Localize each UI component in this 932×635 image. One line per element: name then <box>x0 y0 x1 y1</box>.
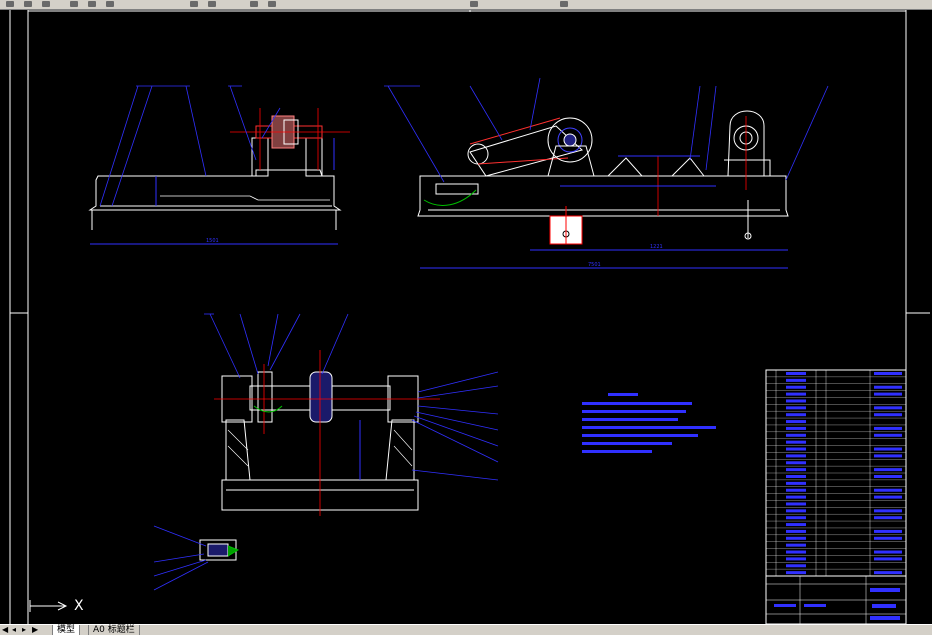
bom-cell-material <box>874 468 902 472</box>
svg-text:7501: 7501 <box>588 262 601 268</box>
bom-cell-name <box>786 536 806 540</box>
bom-cell-material <box>874 557 902 561</box>
ucs-axis-label: X <box>74 598 84 614</box>
bom-cell-material <box>874 392 902 396</box>
layout-tab-bar: ◀ ◂ ▸ ▶ 模型 A0 标题栏 <box>0 624 932 635</box>
bom-cell-name <box>786 529 806 533</box>
last-tab-icon[interactable]: ▶ <box>32 625 39 634</box>
title-block <box>765 575 907 624</box>
bom-cell-name <box>786 420 806 424</box>
bom-cell-material <box>874 536 902 540</box>
bom-cell-name <box>786 433 806 437</box>
bom-cell-name <box>786 564 806 568</box>
bom-cell-name <box>786 426 806 430</box>
bom-cell-material <box>874 433 902 437</box>
bom-cell-name <box>786 557 806 561</box>
bom-cell-material <box>874 509 902 513</box>
print-icon[interactable] <box>42 1 50 7</box>
layer-icon[interactable] <box>560 1 568 7</box>
side-view-right: 7501 1221 <box>384 77 829 269</box>
bom-cell-material <box>874 413 902 417</box>
bom-cell-material <box>874 447 902 451</box>
bom-cell-name <box>786 399 806 403</box>
detail-view <box>153 525 240 591</box>
bom-cell-material <box>874 488 902 492</box>
technical-notes <box>582 393 716 453</box>
bom-cell-name <box>786 461 806 465</box>
section-view <box>204 313 499 516</box>
bom-cell-material <box>874 426 902 430</box>
bom-cell-material <box>874 406 902 410</box>
bom-cell-name <box>786 543 806 547</box>
bom-cell-name <box>786 523 806 527</box>
bom-cell-name <box>786 447 806 451</box>
bom-cell-name <box>786 475 806 478</box>
bom-cell-name <box>786 495 806 499</box>
bom-cell-name <box>786 516 806 520</box>
pan-icon[interactable] <box>250 1 258 7</box>
sheet-border <box>9 10 930 624</box>
bom-cell-material <box>874 516 902 520</box>
bom-cell-material <box>874 495 902 499</box>
bom-cell-material <box>874 454 902 458</box>
bom-cell-name <box>786 502 806 506</box>
copy-icon[interactable] <box>88 1 96 7</box>
zoom-icon[interactable] <box>268 1 276 7</box>
bom-cell-name <box>786 488 806 492</box>
bom-cell-name <box>786 481 806 485</box>
open-icon[interactable] <box>6 1 14 7</box>
bom-cell-material <box>874 571 902 575</box>
bom-cell-name <box>786 550 806 554</box>
bom-cell-name <box>786 413 806 417</box>
bom-cell-name <box>786 468 806 472</box>
bom-cell-material <box>874 550 902 554</box>
bom-cell-name <box>786 372 806 375</box>
side-view-left: 1501 <box>88 85 350 245</box>
bom-cell-material <box>874 372 902 375</box>
next-tab-icon[interactable]: ▸ <box>22 625 27 634</box>
parts-list <box>765 369 907 577</box>
prev-tab-icon[interactable]: ◂ <box>12 625 17 634</box>
save-icon[interactable] <box>24 1 32 7</box>
bom-cell-material <box>874 529 902 533</box>
paste-icon[interactable] <box>106 1 114 7</box>
tab-a0-title-block[interactable]: A0 标题栏 <box>88 625 140 635</box>
toolbar <box>0 0 932 10</box>
bom-cell-name <box>786 406 806 410</box>
svg-text:1221: 1221 <box>650 244 663 250</box>
bom-cell-name <box>786 440 806 444</box>
drawing-canvas[interactable]: 1501 <box>0 10 932 624</box>
undo-icon[interactable] <box>190 1 198 7</box>
ucs-icon <box>29 600 68 612</box>
redo-icon[interactable] <box>208 1 216 7</box>
bom-cell-name <box>786 509 806 513</box>
bom-cell-name <box>786 571 806 575</box>
svg-text:1501: 1501 <box>206 238 219 244</box>
bom-cell-name <box>786 385 806 389</box>
bom-cell-name <box>786 392 806 396</box>
first-tab-icon[interactable]: ◀ <box>2 625 9 634</box>
bom-cell-material <box>874 475 902 478</box>
properties-icon[interactable] <box>470 1 478 7</box>
cut-icon[interactable] <box>70 1 78 7</box>
bom-cell-name <box>786 454 806 458</box>
bom-cell-name <box>786 378 806 382</box>
bom-cell-material <box>874 385 902 389</box>
tab-model[interactable]: 模型 <box>52 625 81 635</box>
